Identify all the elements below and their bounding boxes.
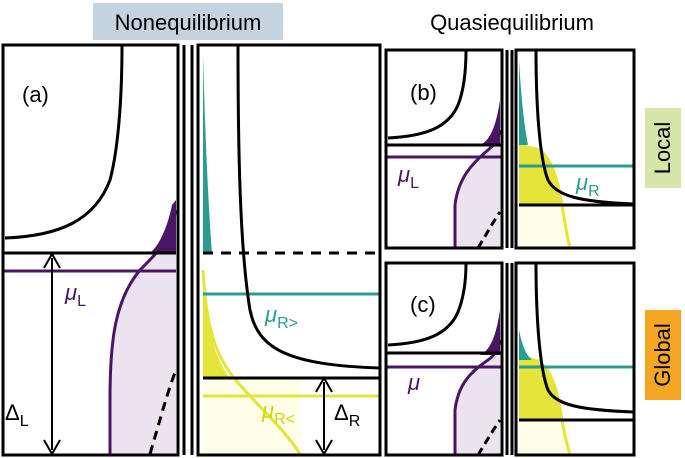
panel-c-right-yellow-fill (519, 355, 562, 420)
panel-c-right-box (514, 261, 636, 457)
nonequilibrium-header-bg (93, 3, 283, 40)
panel-b-left-box (384, 48, 504, 250)
panel-a-letter: (a) (22, 82, 49, 107)
panel-a-delta-r-label: ΔR (334, 400, 360, 430)
panel-c: (c) μ (384, 261, 636, 457)
panel-c-letter: (c) (410, 292, 436, 317)
panel-a-right-yellow-fill (203, 270, 230, 378)
quasiequilibrium-header: Quasiequilibrium (430, 10, 594, 35)
panel-c-left-black-curve (387, 262, 468, 347)
panel-b-mu-l-label: μL (397, 162, 419, 192)
panel-b-right-box (514, 48, 636, 250)
panel-a-left-black-curve (4, 44, 124, 240)
panel-a-delta-r-arrowhead-bottom (315, 439, 333, 457)
panel-b-left-black-curve (387, 49, 468, 140)
panel-a-delta-l-arrowhead-top (43, 251, 61, 269)
panel-b-left-tip (480, 100, 500, 145)
panel-a-left-tip (150, 200, 176, 253)
global-label-bg (645, 310, 681, 400)
panel-a-delta-r-arrowhead-top (315, 375, 333, 393)
panel-b-mu-r-label: μR (575, 170, 600, 200)
global-label: Global (650, 323, 675, 387)
panel-a-mu-r-greater-label: μR> (264, 302, 298, 332)
panel-a-left-box (1, 43, 180, 457)
nonequilibrium-header: Nonequilibrium (115, 10, 262, 35)
panel-a: (a) μL μR> μR< ΔL ΔR (1, 43, 382, 457)
panel-a-delta-l-label: ΔL (5, 400, 29, 430)
panel-c-left-tip (480, 310, 500, 355)
panel-c-right-yellow-light (519, 420, 570, 455)
panel-b-letter: (b) (410, 80, 437, 105)
panel-a-right-yellow-curve (201, 269, 302, 455)
panel-c-right-teal-tip (519, 330, 532, 360)
panel-a-left-dashed (148, 369, 178, 455)
panel-b-left-curve (453, 129, 502, 248)
panel-c-left-fill (455, 340, 500, 455)
panel-b-right-yellow-fill (519, 145, 562, 205)
panel-c-left-curve (453, 339, 502, 455)
panel-c-mu-label: μ (407, 370, 420, 395)
panel-b-right-teal-tip (519, 60, 528, 145)
panel-a-right-box (196, 43, 382, 457)
panel-a-delta-l-arrowhead-bottom (43, 439, 61, 457)
local-label: Local (650, 122, 675, 175)
panel-a-right-black-curve (236, 44, 381, 370)
panel-a-mu-r-less-label: μR< (261, 398, 295, 428)
panel-b-left-dashed (476, 211, 502, 249)
local-label-bg (645, 108, 681, 188)
panel-a-left-curve (108, 209, 178, 454)
panel-b-right-black-curve (534, 49, 635, 206)
panel-a-mu-l-label: μL (64, 280, 86, 310)
panel-c-left-dashed (476, 419, 502, 456)
panel-b-left-fill (455, 130, 500, 248)
panel-c-right-black-curve (534, 262, 635, 414)
panel-a-right-teal-tip (203, 55, 212, 253)
panel-b: (b) μL μR (384, 48, 636, 250)
panel-c-left-box (384, 261, 504, 457)
panel-b-right-yellow-light (519, 205, 570, 248)
